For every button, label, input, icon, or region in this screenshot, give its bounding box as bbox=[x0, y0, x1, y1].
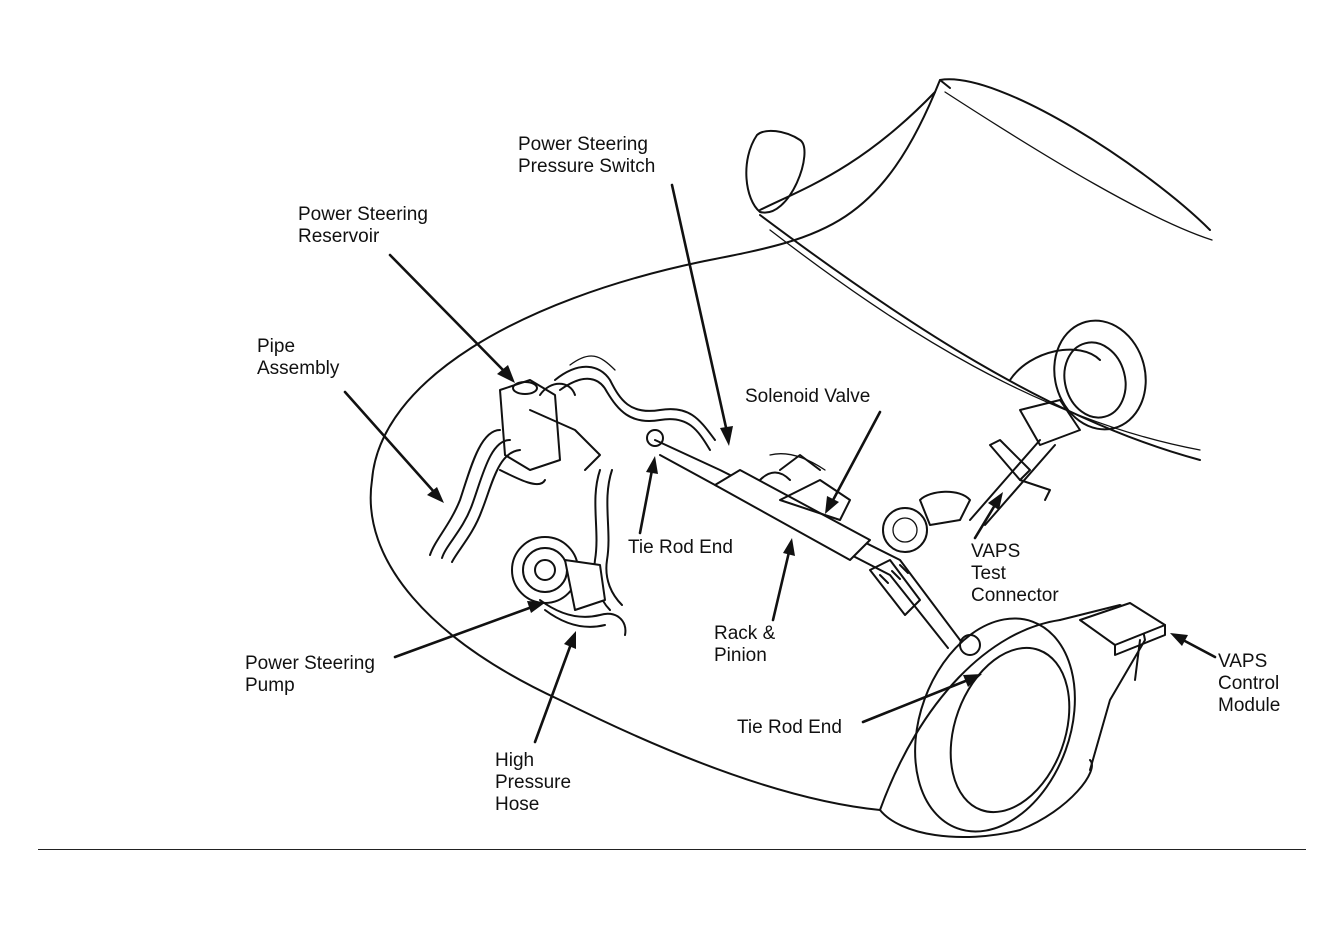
label-vaps-control-module: VAPS Control Module bbox=[1218, 651, 1281, 716]
pipe-assembly bbox=[429, 429, 546, 563]
car-body-outline bbox=[369, 78, 1213, 811]
label-rack-and-pinion: Rack & Pinion bbox=[714, 623, 776, 666]
label-high-pressure-hose: High Pressure Hose bbox=[495, 750, 572, 815]
label-pipe-assembly: Pipe Assembly bbox=[257, 336, 340, 379]
label-solenoid-valve: Solenoid Valve bbox=[745, 386, 871, 407]
steering-column bbox=[882, 319, 1147, 553]
label-tie-rod-end-upper: Tie Rod End bbox=[628, 537, 733, 558]
reservoir bbox=[499, 379, 601, 471]
label-power-steering-reservoir: Power Steering Reservoir bbox=[298, 204, 428, 247]
control-module bbox=[1079, 602, 1166, 681]
label-power-steering-pressure-switch: Power Steering Pressure Switch bbox=[518, 134, 656, 177]
pump bbox=[511, 536, 627, 636]
bottom-divider bbox=[38, 849, 1306, 850]
rack-and-pinion bbox=[646, 429, 981, 656]
label-power-steering-pump: Power Steering Pump bbox=[245, 653, 375, 696]
label-tie-rod-end-lower: Tie Rod End bbox=[737, 717, 842, 738]
label-vaps-test-connector: VAPS Test Connector bbox=[971, 541, 1059, 606]
leader-lines bbox=[343, 183, 1217, 744]
